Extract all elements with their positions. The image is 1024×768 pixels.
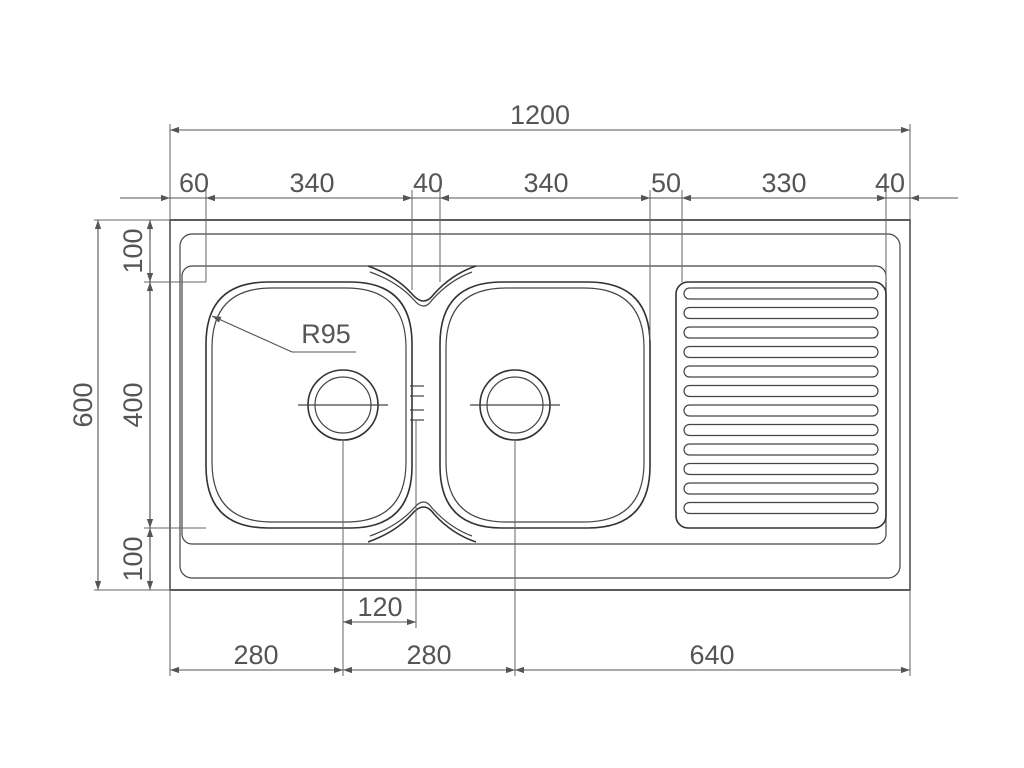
bowl-bridge-bottom: [367, 506, 477, 543]
left-drain: [298, 369, 388, 441]
bottom-dim-label-2: 280: [406, 640, 451, 670]
bowl-bridge-top: [367, 265, 477, 302]
drainboard-rib: [683, 443, 879, 456]
drainboard-rib: [683, 306, 879, 320]
overall-height-label: 600: [68, 382, 98, 427]
right-bowl-inner: [445, 287, 645, 523]
bottom-dim-label-1: 280: [233, 640, 278, 670]
bowl-bridge-top-inner: [369, 271, 473, 307]
right-drain: [470, 369, 560, 441]
top-dim-label-3: 40: [413, 168, 443, 198]
extension-lines: [94, 124, 911, 676]
sink-outline: [169, 219, 911, 591]
left-dim-label-top: 100: [118, 228, 148, 273]
top-dim-label-2: 340: [289, 168, 334, 198]
drainboard-rib: [683, 423, 879, 437]
overall-width-label: 1200: [510, 100, 570, 130]
overflow-slots: [410, 385, 424, 421]
left-bowl-outer: [205, 281, 413, 529]
drainboard-rib: [683, 501, 879, 515]
drainboard-rib: [683, 287, 879, 300]
radius-label: R95: [301, 319, 351, 349]
bottom-dim-label-3: 640: [689, 640, 734, 670]
drainboard-ribs: [683, 287, 879, 515]
top-dim-label-7: 40: [875, 168, 905, 198]
right-bowl-outer: [439, 281, 651, 529]
drainboard-rib: [683, 345, 879, 359]
left-dim-label-middle: 400: [118, 382, 148, 427]
bowl-bridge-bottom-inner: [369, 501, 473, 537]
top-dim-label-1: 60: [179, 168, 209, 198]
radius-callout: [211, 315, 356, 353]
top-dim-label-6: 330: [761, 168, 806, 198]
drainboard-rib: [683, 462, 879, 476]
drain-offset-label: 120: [357, 592, 402, 622]
drainboard-area: [675, 281, 887, 529]
drainboard-rib: [683, 326, 879, 339]
top-dim-label-5: 50: [651, 168, 681, 198]
left-dim-label-bottom: 100: [118, 536, 148, 581]
drainboard-rib: [683, 482, 879, 495]
drainboard-rib: [683, 404, 879, 417]
drainboard-rib: [683, 365, 879, 378]
top-dim-label-4: 340: [523, 168, 568, 198]
sink-rim: [179, 233, 901, 579]
drainboard-rib: [683, 384, 879, 398]
